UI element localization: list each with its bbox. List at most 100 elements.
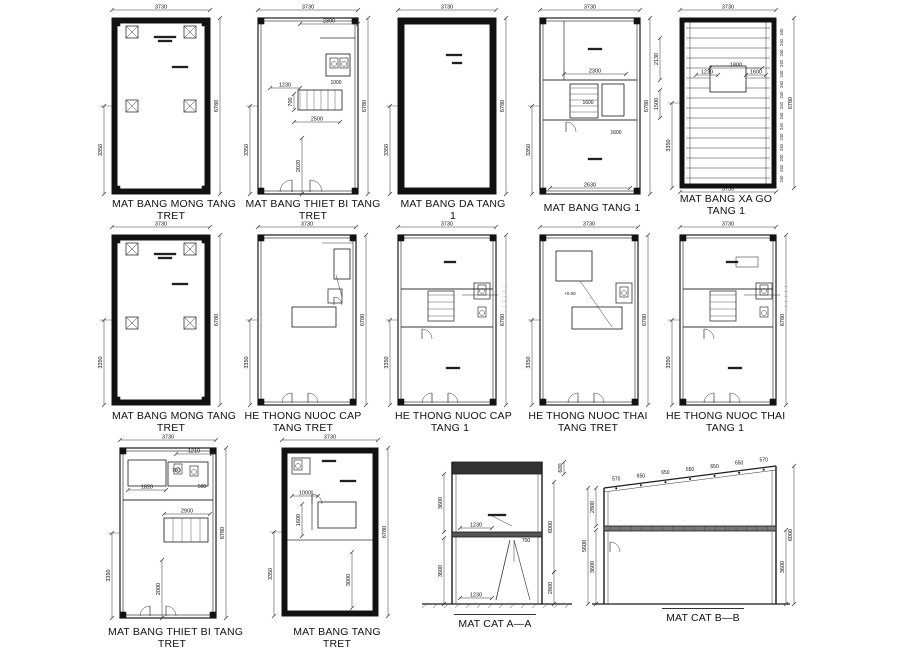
purlin-dot bbox=[664, 481, 667, 484]
footing-cross bbox=[125, 99, 139, 113]
room-label-bar bbox=[487, 513, 507, 517]
footing-cross bbox=[125, 316, 139, 330]
dimension-label: 2130 bbox=[654, 53, 660, 65]
dimension-label: 2300 bbox=[589, 69, 601, 75]
section-caption-rule bbox=[662, 608, 744, 609]
dimension-tick bbox=[223, 615, 229, 621]
column bbox=[119, 447, 127, 455]
footing bbox=[183, 25, 197, 39]
dimension-tick bbox=[267, 85, 273, 91]
column bbox=[209, 611, 217, 619]
plan-caption: MAT BANG TANG 1 bbox=[532, 202, 652, 214]
dimension-tick bbox=[109, 7, 115, 13]
purlin-spacing: 240 bbox=[779, 59, 784, 67]
dimension-label: 3350 bbox=[666, 139, 672, 151]
dimension-tick bbox=[551, 601, 557, 607]
column bbox=[351, 17, 359, 25]
dimension-label: 3350 bbox=[666, 356, 672, 368]
dimension-label: 3730 bbox=[301, 222, 313, 228]
ground-hatch bbox=[454, 603, 460, 609]
column bbox=[769, 234, 777, 242]
dimension-tick bbox=[783, 527, 789, 533]
outer-wall bbox=[281, 447, 379, 617]
plan-caption-line: TANG TRET bbox=[272, 422, 334, 434]
purlin-span: 650 bbox=[735, 461, 744, 467]
dimension-label: 1210 bbox=[188, 449, 200, 455]
outer-wall bbox=[539, 234, 639, 406]
ground-hatch bbox=[509, 603, 515, 609]
dimension-tick bbox=[375, 437, 381, 443]
ground-hatch bbox=[520, 603, 526, 609]
dimension-label: 3730 bbox=[584, 5, 596, 11]
purlin-spacing: 240 bbox=[779, 164, 784, 172]
dimension-tick bbox=[657, 87, 663, 93]
column bbox=[349, 398, 357, 406]
room-label-bar bbox=[445, 53, 463, 57]
dimension-label: 3730 bbox=[155, 5, 167, 11]
stair bbox=[569, 83, 599, 119]
section-caption: MAT CAT A—A bbox=[458, 618, 532, 630]
footing bbox=[125, 316, 139, 330]
purlin-spacing: 240 bbox=[779, 133, 784, 141]
dimension-label: 3730 bbox=[722, 187, 734, 193]
dimension-tick bbox=[783, 232, 789, 238]
dimension-label: 3350 bbox=[526, 356, 532, 368]
dimension-tick bbox=[593, 601, 599, 607]
outer-wall bbox=[111, 234, 211, 406]
plan-caption-line: TRET bbox=[157, 638, 187, 650]
dimension-tick bbox=[365, 191, 371, 197]
dimension-tick bbox=[791, 463, 797, 469]
wall-fill bbox=[282, 448, 378, 616]
plan-caption-line: MAT BANG TANG 1 bbox=[543, 202, 641, 214]
footing-cross bbox=[183, 242, 197, 256]
fixture bbox=[477, 306, 487, 318]
dimension-label: 3350 bbox=[98, 144, 104, 156]
dimension-tick bbox=[247, 402, 253, 408]
dimension-tick bbox=[503, 191, 509, 197]
dimension-tick bbox=[355, 7, 361, 13]
dimension-tick bbox=[677, 7, 683, 13]
wc bbox=[615, 282, 633, 304]
dimension-label: 700 bbox=[172, 468, 181, 474]
dimension-tick bbox=[645, 402, 651, 408]
wc bbox=[601, 83, 625, 117]
dimension-label: 6780 bbox=[642, 314, 648, 326]
dimension-label: 6000 bbox=[548, 521, 554, 533]
door-swing bbox=[421, 328, 433, 340]
room-label-bar bbox=[153, 35, 177, 39]
pipe-note: - - bbox=[784, 303, 788, 308]
dimension-tick bbox=[561, 459, 567, 465]
dimension-label: 1230 bbox=[701, 70, 713, 76]
door-swing bbox=[311, 493, 323, 505]
door-swing bbox=[593, 392, 605, 404]
dimension-tick bbox=[363, 402, 369, 408]
kitchen-counter bbox=[297, 89, 343, 111]
dimension-tick bbox=[217, 232, 223, 238]
kitchen bbox=[127, 459, 167, 487]
door-swing bbox=[421, 392, 433, 404]
column bbox=[113, 19, 121, 27]
toilet-bowl bbox=[331, 61, 337, 67]
dimension-tick bbox=[299, 533, 305, 539]
section-caption: MAT CAT B—B bbox=[666, 612, 740, 624]
footing bbox=[125, 99, 139, 113]
dimension-tick bbox=[173, 451, 179, 457]
dimension-tick bbox=[669, 402, 675, 408]
column bbox=[201, 396, 209, 404]
dimension-tick bbox=[693, 72, 699, 78]
footing-cross bbox=[125, 242, 139, 256]
section-bb: 5706506506506506505702800360060005600360… bbox=[582, 458, 797, 607]
fixture bbox=[619, 286, 629, 298]
dimension-tick bbox=[529, 402, 535, 408]
dimension-tick bbox=[773, 7, 779, 13]
purlin-spacing: 240 bbox=[779, 175, 784, 183]
door-swing bbox=[703, 392, 715, 404]
leader bbox=[579, 280, 613, 328]
pipe-note: - - bbox=[784, 288, 788, 293]
